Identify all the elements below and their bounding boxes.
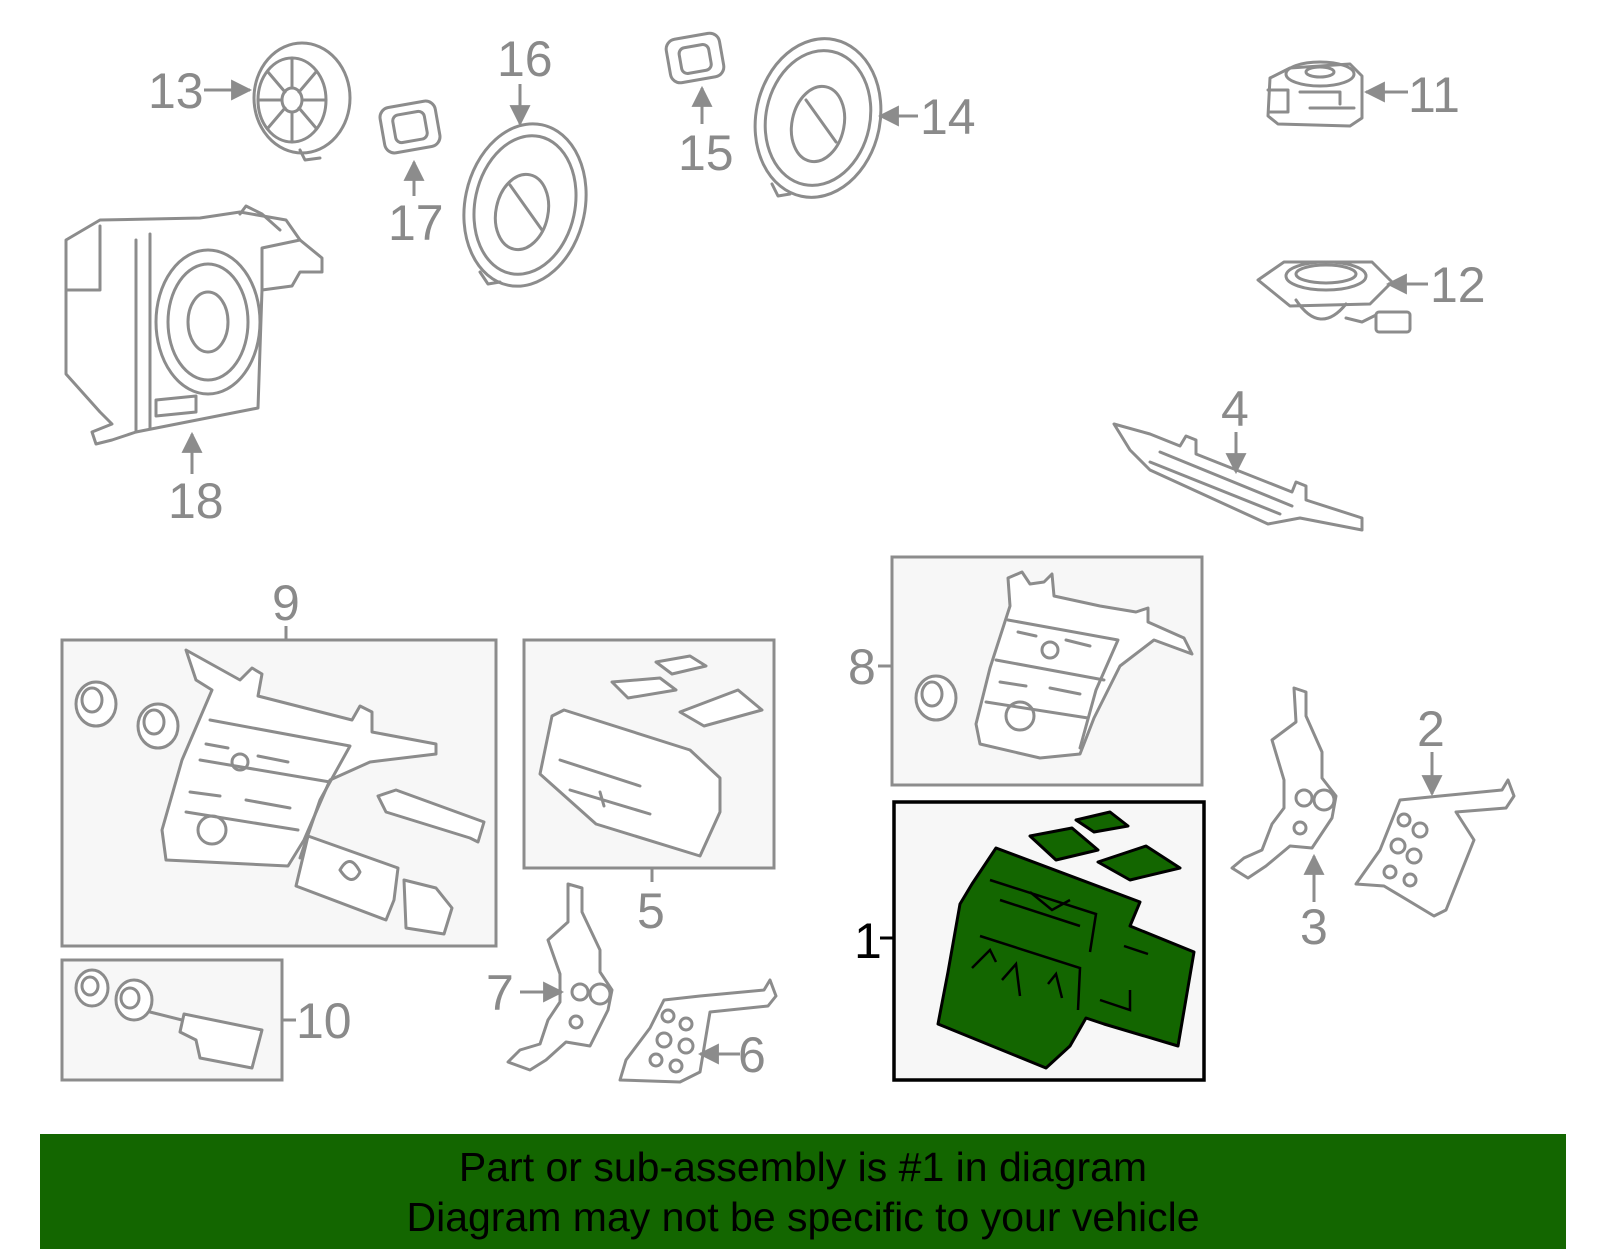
callout-18: 18 [168,473,224,529]
part-6-bracket[interactable] [618,978,778,1084]
part-14-speaker[interactable] [741,27,896,209]
callout-1: 1 [854,913,882,969]
notice-banner: Part or sub-assembly is #1 in diagram Di… [40,1134,1566,1249]
banner-line-1: Part or sub-assembly is #1 in diagram [458,1143,1148,1190]
callout-5: 5 [637,883,665,939]
part-17-grommet[interactable] [378,99,442,155]
part-7-bracket[interactable] [506,882,614,1072]
callout-7: 7 [486,965,514,1021]
part-12-speaker[interactable] [1256,260,1412,334]
callout-8: 8 [848,639,876,695]
part-11-tweeter[interactable] [1266,60,1364,128]
callout-17: 17 [388,195,444,251]
part-18-subwoofer[interactable] [64,204,324,446]
callout-3: 3 [1300,899,1328,955]
part-10-knob-set[interactable] [74,968,264,1070]
callout-2: 2 [1417,701,1445,757]
callout-13: 13 [148,63,204,119]
callout-9: 9 [272,575,300,631]
callout-10: 10 [296,993,352,1049]
part-5-display-unit[interactable] [538,654,764,858]
callout-15: 15 [678,125,734,181]
callout-4: 4 [1221,381,1249,437]
callout-6: 6 [738,1027,766,1083]
part-13-tweeter[interactable] [252,41,352,162]
part-15-grommet[interactable] [664,31,726,85]
callout-14: 14 [920,89,976,145]
part-4-bracket[interactable] [1112,422,1364,532]
part-3-bracket[interactable] [1230,686,1338,880]
banner-line-2: Diagram may not be specific to your vehi… [406,1193,1200,1240]
part-2-bracket[interactable] [1354,778,1516,918]
part-8-control-panel[interactable] [914,570,1194,760]
part-16-speaker[interactable] [449,112,600,297]
callout-16: 16 [497,31,553,87]
callout-11: 11 [1408,67,1460,123]
part-9-control-panel-assembly[interactable] [74,648,486,936]
part-1-audio-unit-highlighted[interactable] [936,810,1196,1070]
callout-12: 12 [1430,257,1486,313]
